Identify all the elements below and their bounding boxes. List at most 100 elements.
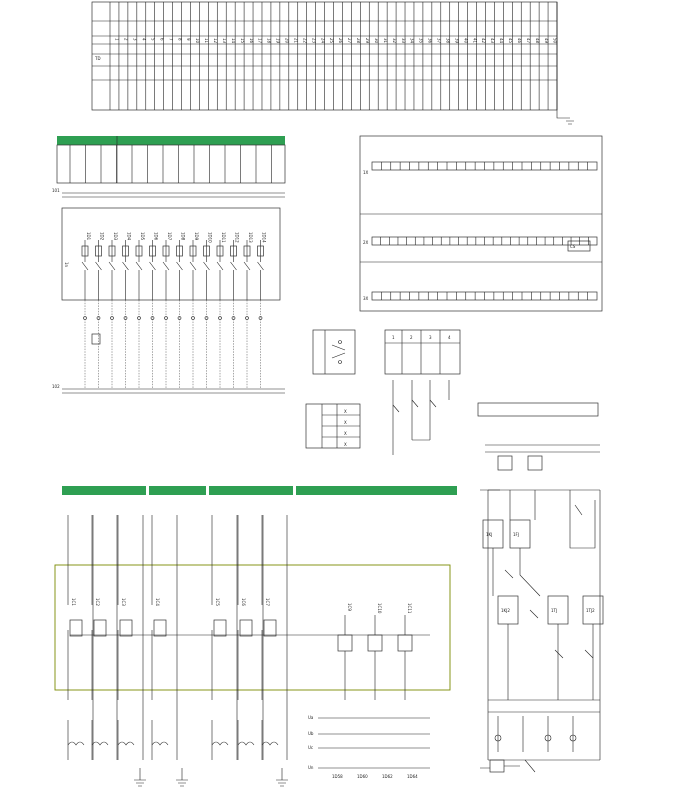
tt-number: 9 — [186, 38, 191, 41]
input-channel-label: 1D3 — [113, 232, 118, 241]
terminal-block-panel: 1X 2X 3X CS — [359, 135, 603, 312]
tt-number: 26 — [338, 38, 343, 44]
ct-coil — [237, 741, 255, 746]
vt-channel-label: 1C9 — [347, 603, 352, 611]
vt-phase-label: Uc — [308, 745, 313, 750]
tt-number: 2 — [124, 38, 129, 41]
module-label: CS — [570, 244, 576, 249]
input-channel-opto — [230, 245, 237, 257]
tt-number: 3 — [133, 38, 138, 41]
tt-number: 43 — [490, 38, 495, 44]
input-channel-terminal — [245, 316, 249, 320]
ground-symbol-1 — [134, 768, 146, 787]
input-channel-terminal — [96, 316, 101, 320]
vt-channel-label: 1C11 — [407, 603, 412, 614]
tt-number: 44 — [499, 38, 504, 44]
input-channel-label: 1D6 — [154, 232, 159, 241]
tt-number: 14 — [231, 38, 236, 44]
ct-wire — [67, 515, 94, 760]
relay-label: 1FJ — [513, 532, 519, 537]
ct-transformer — [119, 619, 133, 637]
ct-coil — [211, 741, 229, 746]
supply-plus: 101 — [52, 188, 60, 193]
sw-b-1: X — [344, 409, 347, 414]
ct-label: 1C4 — [155, 598, 160, 606]
input-channel-label: 1D10 — [208, 232, 213, 243]
ct-transformer — [239, 619, 253, 637]
ct-wire — [237, 515, 264, 760]
tt-number: 15 — [240, 38, 245, 44]
tt-number: 46 — [517, 38, 522, 44]
input-channel-terminal — [110, 316, 114, 320]
input-channel-label: 1D5 — [140, 232, 145, 241]
ct-transformer — [153, 619, 167, 637]
vt-transformer — [337, 634, 353, 652]
tt-number: 18 — [267, 38, 272, 44]
vt-transformer — [397, 634, 413, 652]
led-panel — [56, 136, 286, 184]
input-channel-wire — [162, 240, 170, 300]
ct-wire — [117, 515, 144, 760]
input-channel-opto — [162, 245, 170, 257]
ct-label: 1C1 — [71, 598, 76, 606]
bottom-terminal-label: 1D64 — [407, 774, 418, 779]
input-channel-wire — [149, 240, 156, 300]
tt-number: 7 — [168, 38, 173, 41]
tt-number: 29 — [365, 38, 370, 44]
input-channel-label: 1D1 — [86, 232, 91, 241]
ct-coil — [91, 741, 109, 746]
tt-number: 23 — [311, 38, 316, 44]
input-channel-wire — [95, 240, 102, 300]
row-top-id: 1X — [363, 170, 369, 175]
tt-number: 19 — [276, 38, 281, 44]
vt-transformer — [367, 634, 383, 652]
ct-coil — [261, 741, 279, 746]
row-mid-id: 2X — [363, 240, 369, 245]
tt-number: 11 — [204, 38, 209, 44]
tt-number: 48 — [535, 38, 540, 44]
tt-number: 8 — [177, 38, 182, 41]
input-channel-opto — [176, 245, 183, 257]
ct-label: 1C7 — [265, 598, 270, 606]
tt-number: 35 — [419, 38, 424, 44]
input-channel-opto — [257, 245, 264, 257]
input-channel-opto — [135, 245, 143, 257]
input-channel-opto — [216, 245, 224, 257]
sw-b-3: X — [344, 431, 347, 436]
relay-label: 1KJ2 — [501, 608, 510, 613]
tt-number: 1 — [115, 38, 120, 41]
tt-number: 36 — [428, 38, 433, 44]
input-channel-terminal — [258, 316, 263, 320]
tt-number: 31 — [383, 38, 388, 44]
tt-number: 50 — [553, 38, 558, 44]
input-channel-opto — [122, 245, 129, 257]
tt-number: 34 — [410, 38, 415, 44]
input-channel-opto — [203, 245, 210, 257]
tt-number: 41 — [472, 38, 477, 44]
input-channel-label: 1D7 — [167, 232, 172, 241]
switch-table-b: X X X X — [305, 403, 361, 449]
bottom-terminal-label: 1D58 — [332, 774, 343, 779]
input-channel-terminal — [137, 316, 141, 320]
supply-minus: 102 — [52, 384, 60, 389]
input-channel-wire — [257, 240, 264, 300]
tt-number: 21 — [293, 38, 298, 44]
input-channel-terminal — [231, 316, 236, 320]
common-label: 1n — [64, 262, 69, 268]
input-channel-terminal — [204, 316, 209, 320]
tt-number: 17 — [258, 38, 263, 44]
ct-label: 1C2 — [95, 598, 100, 606]
bottom-headers — [62, 486, 457, 495]
vt-phase-label: Ub — [308, 731, 314, 736]
input-channel-label: 1D12 — [235, 232, 240, 243]
ct-label: 1C3 — [121, 598, 126, 606]
tt-number: 16 — [249, 38, 254, 44]
vt-phase-label: Ua — [308, 715, 314, 720]
tt-number: 6 — [159, 38, 164, 41]
input-channel-label: 1D4 — [127, 232, 132, 241]
ct-transformer — [93, 619, 107, 637]
input-channel-opto — [189, 245, 197, 257]
